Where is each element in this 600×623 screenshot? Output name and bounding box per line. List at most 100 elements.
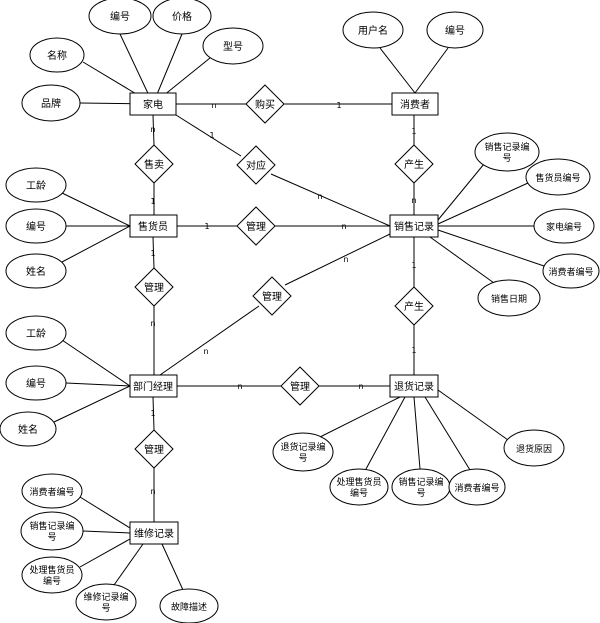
svg-text:编号: 编号 xyxy=(26,377,46,390)
rel-manage-2: 管理 xyxy=(134,267,174,307)
card-sales-produce2: 1 xyxy=(411,261,416,270)
card-consumer-produce: 1 xyxy=(411,127,416,136)
svg-text:编号: 编号 xyxy=(43,575,61,587)
connector-line xyxy=(61,225,131,263)
card-appliance-correspond: 1 xyxy=(209,131,214,140)
attr-sr-id: 销售记录编 号 xyxy=(474,132,540,172)
card-appliance-buy: n xyxy=(211,101,216,110)
attr-app-price: 价格 xyxy=(152,0,212,35)
rel-buy: 购买 xyxy=(245,84,285,124)
svg-text:销售记录编: 销售记录编 xyxy=(484,141,529,153)
connector-line xyxy=(437,389,509,441)
connector-line xyxy=(270,173,391,227)
connector-line xyxy=(161,543,184,591)
svg-text:管理: 管理 xyxy=(290,380,310,393)
svg-text:管理: 管理 xyxy=(144,281,164,294)
svg-text:产生: 产生 xyxy=(404,300,424,313)
attr-rp-con-id: 消费者编号 xyxy=(21,473,83,509)
rel-manage-4: 管理 xyxy=(280,366,320,406)
attr-mg-name: 姓名 xyxy=(0,411,57,447)
svg-text:工龄: 工龄 xyxy=(26,327,46,340)
svg-text:家电编号: 家电编号 xyxy=(546,221,582,233)
svg-text:管理: 管理 xyxy=(246,220,266,233)
svg-text:故障描述: 故障描述 xyxy=(171,601,207,613)
connector-line xyxy=(379,47,416,94)
svg-text:号: 号 xyxy=(47,532,56,543)
card-manager-manage3: n xyxy=(203,347,208,356)
attr-rr-sr-id: 销售记录编 号 xyxy=(391,468,451,506)
card-manage2-manager: n xyxy=(150,319,155,328)
svg-text:部门经理: 部门经理 xyxy=(133,380,173,393)
svg-text:家电: 家电 xyxy=(143,98,163,111)
card-correspond-sales: n xyxy=(317,192,322,201)
attr-sr-app-id: 家电编号 xyxy=(533,208,595,244)
rel-manage-5: 管理 xyxy=(134,429,174,469)
svg-text:对应: 对应 xyxy=(246,159,266,172)
card-sell-salesperson: 1 xyxy=(150,197,155,206)
rel-manage-3: 管理 xyxy=(252,276,292,316)
attr-rp-handler: 处理售货员 编号 xyxy=(21,556,83,594)
entity-return-record: 退货记录 xyxy=(389,374,439,398)
entity-appliance: 家电 xyxy=(129,92,177,116)
entity-manager: 部门经理 xyxy=(129,374,178,398)
svg-text:编号: 编号 xyxy=(26,220,46,233)
cardinality-labels: n 1 n 1 1 n 1 n 1 n 1 n n n 1 1 n n 1 n xyxy=(150,101,416,496)
rel-sell: 售卖 xyxy=(134,144,174,184)
connector-line xyxy=(79,496,131,529)
svg-text:售货员编号: 售货员编号 xyxy=(535,172,580,184)
card-appliance-sell: n xyxy=(150,125,155,134)
attr-con-username: 用户名 xyxy=(342,11,404,49)
attr-mg-id: 编号 xyxy=(5,365,67,401)
svg-text:姓名: 姓名 xyxy=(26,265,46,278)
connector-line xyxy=(159,305,260,376)
connector-line xyxy=(119,33,154,105)
card-manage3-sales: n xyxy=(343,255,348,264)
connector-lines xyxy=(53,33,545,591)
connector-line xyxy=(437,182,529,225)
svg-text:用户名: 用户名 xyxy=(358,24,388,37)
connector-line xyxy=(152,236,155,269)
card-produce-sales: n xyxy=(411,196,416,205)
rel-manage-1: 管理 xyxy=(236,206,276,246)
svg-text:退货原因: 退货原因 xyxy=(516,443,552,455)
attr-sr-con-id: 消费者编号 xyxy=(542,253,600,289)
attr-sp-years: 工龄 xyxy=(5,167,67,203)
svg-text:管理: 管理 xyxy=(262,290,282,303)
attr-sr-sp-id: 售货员编号 xyxy=(525,158,591,196)
connector-line xyxy=(429,236,495,284)
connector-line xyxy=(319,396,401,438)
connector-line xyxy=(284,233,391,286)
connector-line xyxy=(365,396,406,470)
connector-line xyxy=(61,192,131,227)
attr-app-name: 名称 xyxy=(29,37,85,73)
card-salesperson-manage: 1 xyxy=(204,222,209,231)
svg-text:姓名: 姓名 xyxy=(18,423,38,436)
card-manager-manage5: 1 xyxy=(150,409,155,418)
entity-sales-record: 销售记录 xyxy=(389,214,439,238)
svg-text:处理售货员: 处理售货员 xyxy=(336,476,381,488)
connector-line xyxy=(82,530,131,534)
connector-line xyxy=(175,114,242,157)
card-manage-sales: n xyxy=(341,222,346,231)
connector-line xyxy=(61,339,131,387)
svg-text:消费者编号: 消费者编号 xyxy=(454,482,499,494)
connector-line xyxy=(79,538,131,568)
attr-rp-desc: 故障描述 xyxy=(159,588,219,623)
card-manage5-repair: n xyxy=(150,487,155,496)
connector-line xyxy=(413,396,421,470)
svg-text:销售记录编: 销售记录编 xyxy=(29,520,74,532)
svg-text:号: 号 xyxy=(502,153,511,164)
card-manage4-return: n xyxy=(358,382,363,391)
attr-rr-handler: 处理售货员 编号 xyxy=(329,468,389,506)
svg-text:号: 号 xyxy=(298,453,307,464)
svg-text:编号: 编号 xyxy=(445,24,465,37)
svg-text:号: 号 xyxy=(101,603,110,614)
svg-text:售卖: 售卖 xyxy=(144,158,164,171)
svg-text:维修记录编: 维修记录编 xyxy=(83,591,128,603)
connector-line xyxy=(65,382,131,387)
svg-text:型号: 型号 xyxy=(223,40,243,53)
card-produce2-return: 1 xyxy=(411,346,416,355)
svg-text:维修记录: 维修记录 xyxy=(134,527,174,540)
card-buy-consumer: 1 xyxy=(336,101,341,110)
